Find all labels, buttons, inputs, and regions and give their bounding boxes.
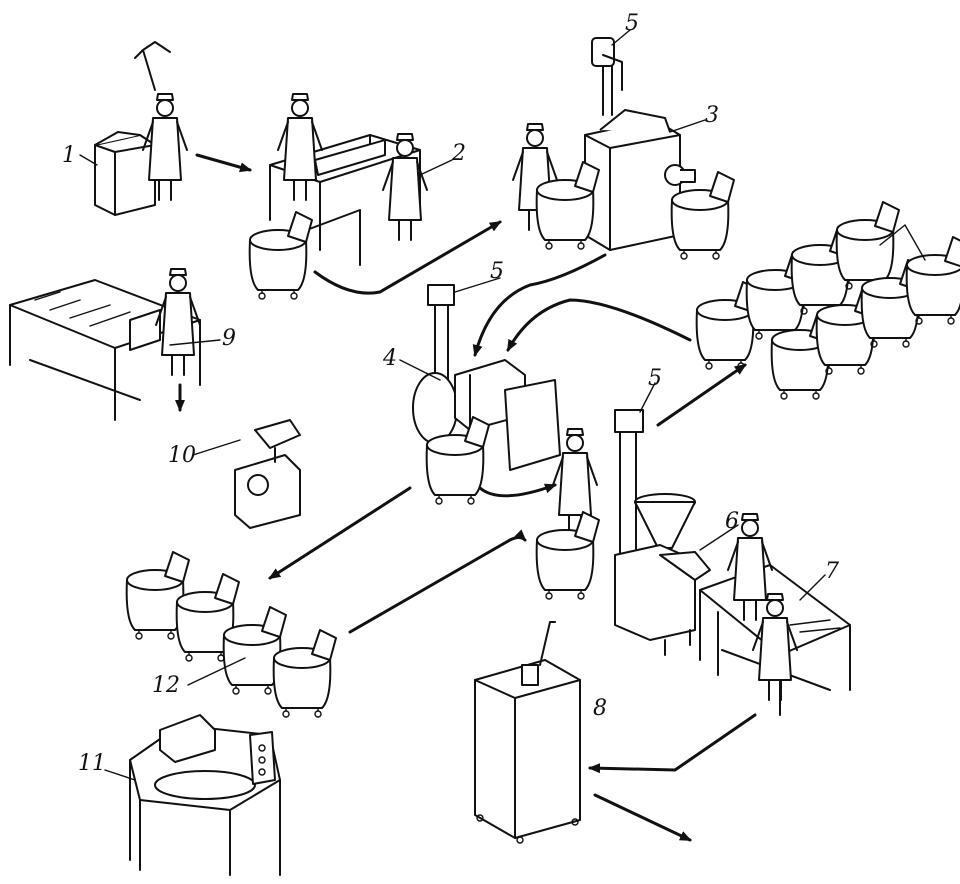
arrow-7-to-8	[588, 713, 757, 774]
label-5-top: 5	[625, 11, 639, 36]
hoist-5-top	[591, 37, 623, 116]
arrow-4-to-carts	[656, 363, 747, 427]
cart-2	[248, 211, 313, 300]
cutter-4	[412, 359, 561, 471]
label-4: 4	[382, 346, 397, 371]
arrow-12-to-6	[348, 529, 527, 634]
machine-10	[234, 419, 301, 529]
flow-arrows	[175, 153, 757, 842]
label-10: 10	[168, 443, 196, 468]
arrow-carts-to-4	[506, 298, 692, 352]
label-1: 1	[62, 143, 76, 168]
arrow-3-to-4	[472, 253, 607, 357]
arrow-4-to-6	[478, 483, 557, 498]
label-8: 8	[593, 696, 607, 721]
label-5-mid: 5	[490, 259, 504, 284]
label-7: 7	[825, 559, 839, 584]
worker-2a	[277, 93, 323, 201]
filler-6	[614, 493, 711, 656]
label-2: 2	[451, 141, 466, 166]
arrow-1-to-2	[195, 153, 252, 173]
arrow-4-to-12	[268, 486, 412, 580]
machine-11	[129, 714, 281, 876]
label-9: 9	[222, 326, 236, 351]
leader-lines	[79, 29, 926, 781]
smokehouse-8	[474, 621, 581, 844]
worker-1	[134, 41, 188, 201]
cart-6	[535, 511, 600, 600]
table-9	[9, 279, 201, 421]
hoist-5-right	[614, 409, 644, 571]
arrow-8-out	[593, 793, 692, 842]
arrow-2-to-3	[313, 220, 502, 295]
label-3: 3	[705, 103, 719, 128]
label-5-right: 5	[648, 366, 662, 391]
cart-3b	[670, 171, 735, 260]
label-6: 6	[725, 509, 739, 534]
label-11: 11	[78, 751, 106, 776]
label-12: 12	[152, 673, 180, 698]
container-1	[94, 131, 156, 216]
